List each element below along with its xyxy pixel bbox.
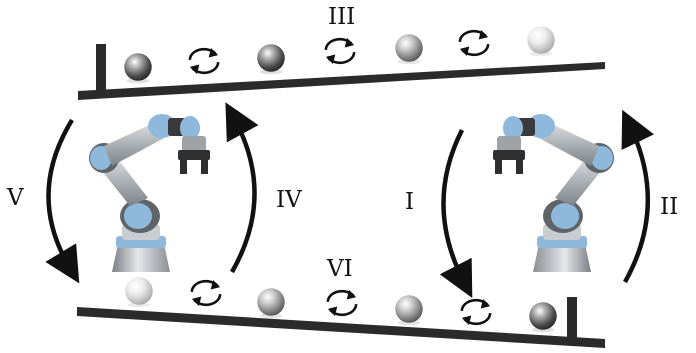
bottom-ball-2: [257, 288, 285, 319]
bottom-ramp-stopper: [567, 297, 577, 343]
cycle-icon: [460, 297, 492, 327]
bottom-ball-1: [125, 277, 153, 308]
label-iv: IV: [276, 187, 302, 213]
arrow-iv: [225, 102, 259, 274]
right-robot-arm: [493, 114, 614, 272]
cycle-icon: [188, 46, 220, 76]
cycle-icon: [190, 278, 222, 308]
cycle-icon: [326, 288, 358, 318]
cycle-icon: [458, 28, 490, 58]
top-ramp: [78, 44, 605, 100]
bottom-ball-4: [529, 302, 557, 333]
cycle-icon: [324, 36, 356, 66]
top-ramp-bar: [78, 62, 605, 100]
label-ii: II: [660, 194, 678, 220]
bottom-ball-3: [395, 295, 423, 326]
arrow-v: [45, 118, 80, 284]
label-v: V: [6, 185, 24, 211]
top-ball-4: [527, 26, 555, 57]
label-vi: VI: [326, 256, 353, 282]
label-iii: III: [328, 4, 355, 30]
left-robot-arm: [89, 114, 210, 272]
top-ramp-stopper: [96, 44, 106, 94]
top-ball-3: [395, 34, 423, 65]
top-ball-2: [257, 44, 285, 75]
bottom-ramp-bar: [77, 307, 605, 348]
label-i: I: [405, 189, 414, 215]
arrow-i: [439, 128, 473, 298]
bottom-ramp: [77, 297, 605, 348]
top-ball-1: [124, 53, 152, 84]
arrow-ii: [621, 109, 655, 284]
